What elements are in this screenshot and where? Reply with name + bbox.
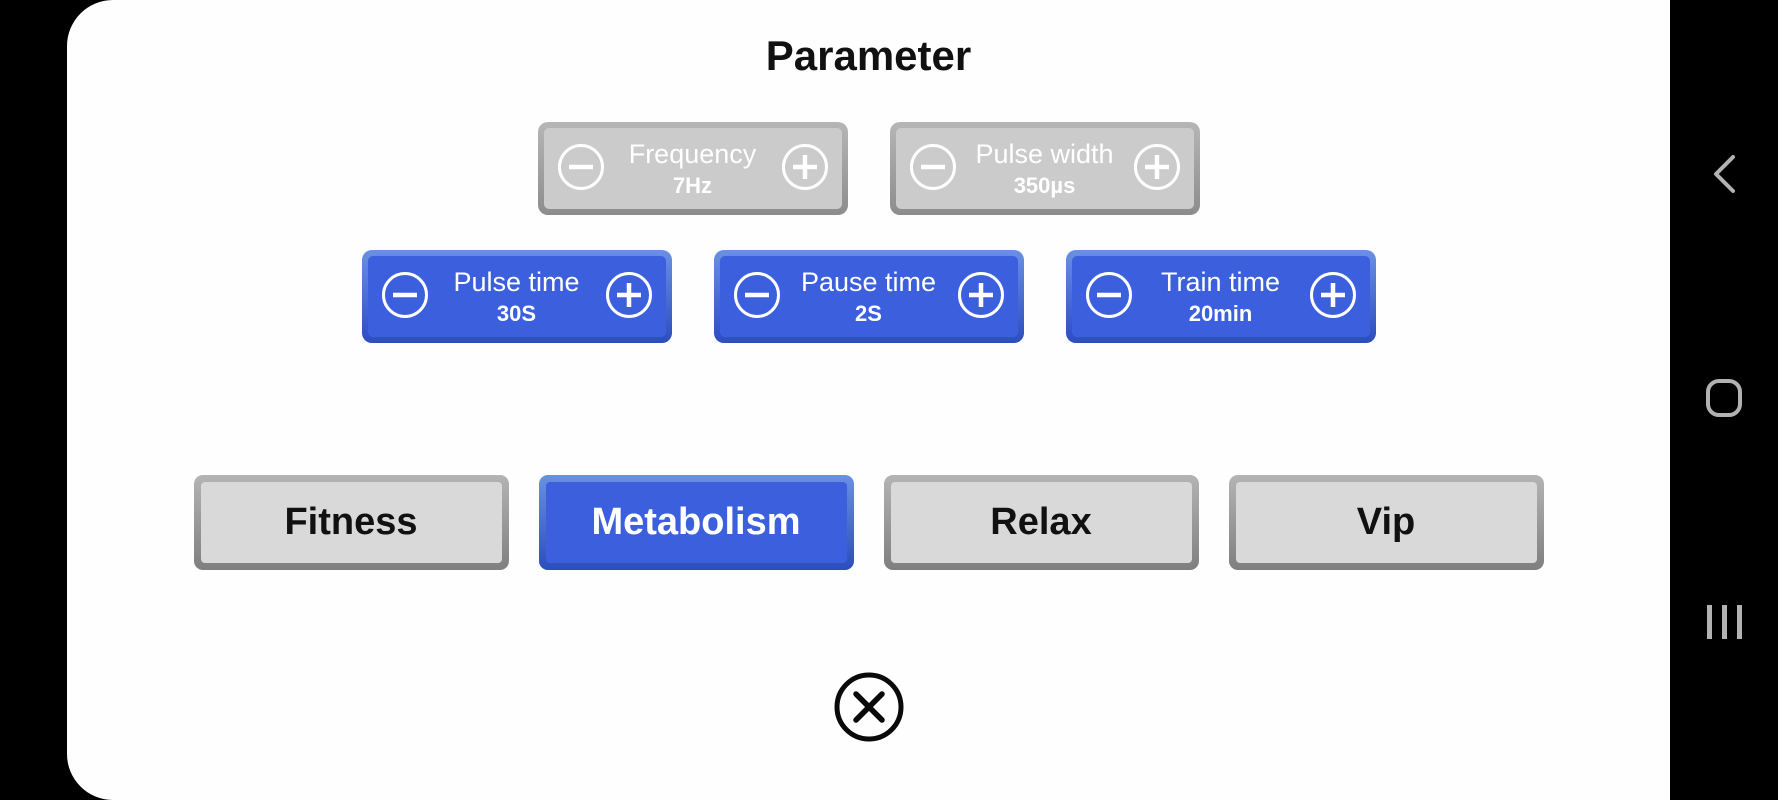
mode-button-vip[interactable]: Vip <box>1228 475 1544 570</box>
nav-home-button[interactable] <box>1670 358 1778 438</box>
active-parameters-row: Pulse time 30S <box>67 250 1670 343</box>
pulse-time-control: Pulse time 30S <box>361 250 672 343</box>
home-icon <box>1706 379 1742 417</box>
pulse-width-text: Pulse width 350µs <box>958 139 1132 198</box>
mode-button-relax-label: Relax <box>890 482 1192 563</box>
pulse-width-value: 350µs <box>1013 173 1076 198</box>
disabled-parameters-row: Frequency 7Hz <box>67 122 1670 215</box>
frequency-text: Frequency 7Hz <box>606 139 780 198</box>
close-icon <box>831 672 907 748</box>
android-navigation-bar <box>1670 0 1778 800</box>
pulse-time-text: Pulse time 30S <box>430 267 604 326</box>
train-time-value: 20min <box>1188 301 1253 326</box>
app-screen: Parameter Frequency 7Hz <box>67 0 1670 800</box>
plus-icon <box>1132 142 1182 195</box>
train-time-label: Train time <box>1160 267 1281 297</box>
mode-button-vip-label: Vip <box>1235 482 1537 563</box>
mode-button-fitness[interactable]: Fitness <box>193 475 509 570</box>
mode-button-metabolism-label: Metabolism <box>545 482 847 563</box>
minus-icon <box>732 270 782 323</box>
nav-recents-button[interactable] <box>1670 582 1778 662</box>
mode-button-metabolism[interactable]: Metabolism <box>538 475 854 570</box>
close-button[interactable] <box>831 669 907 745</box>
pause-time-control: Pause time 2S <box>713 250 1024 343</box>
pulse-time-value: 30S <box>496 301 537 326</box>
train-time-minus-button[interactable] <box>1084 272 1134 322</box>
page-title: Parameter <box>765 32 972 79</box>
mode-buttons-row: Fitness Metabolism Relax Vip <box>67 475 1670 570</box>
nav-back-button[interactable] <box>1670 135 1778 215</box>
pulse-time-label: Pulse time <box>453 267 580 297</box>
train-time-text: Train time 20min <box>1134 267 1308 326</box>
mode-button-fitness-label: Fitness <box>200 482 502 563</box>
pulse-width-label: Pulse width <box>975 139 1114 169</box>
minus-icon <box>1084 270 1134 323</box>
frequency-control: Frequency 7Hz <box>537 122 848 215</box>
frequency-value: 7Hz <box>672 173 713 198</box>
pause-time-plus-button[interactable] <box>956 272 1006 322</box>
frequency-label: Frequency <box>628 139 757 169</box>
train-time-control: Train time 20min <box>1065 250 1376 343</box>
pulse-width-minus-button[interactable] <box>908 144 958 194</box>
plus-icon <box>604 270 654 323</box>
mode-button-relax[interactable]: Relax <box>883 475 1199 570</box>
pulse-time-plus-button[interactable] <box>604 272 654 322</box>
frequency-plus-button[interactable] <box>780 144 830 194</box>
train-time-plus-button[interactable] <box>1308 272 1358 322</box>
pulse-width-control: Pulse width 350µs <box>889 122 1200 215</box>
close-row <box>67 669 1670 745</box>
pause-time-minus-button[interactable] <box>732 272 782 322</box>
plus-icon <box>956 270 1006 323</box>
recents-icon <box>1706 605 1742 639</box>
pause-time-value: 2S <box>855 301 882 326</box>
pulse-width-plus-button[interactable] <box>1132 144 1182 194</box>
plus-icon <box>1308 270 1358 323</box>
minus-icon <box>380 270 430 323</box>
back-icon <box>1712 154 1736 197</box>
pulse-time-minus-button[interactable] <box>380 272 430 322</box>
pause-time-label: Pause time <box>800 267 937 297</box>
minus-icon <box>556 142 606 195</box>
plus-icon <box>780 142 830 195</box>
minus-icon <box>908 142 958 195</box>
frequency-minus-button[interactable] <box>556 144 606 194</box>
pause-time-text: Pause time 2S <box>782 267 956 326</box>
